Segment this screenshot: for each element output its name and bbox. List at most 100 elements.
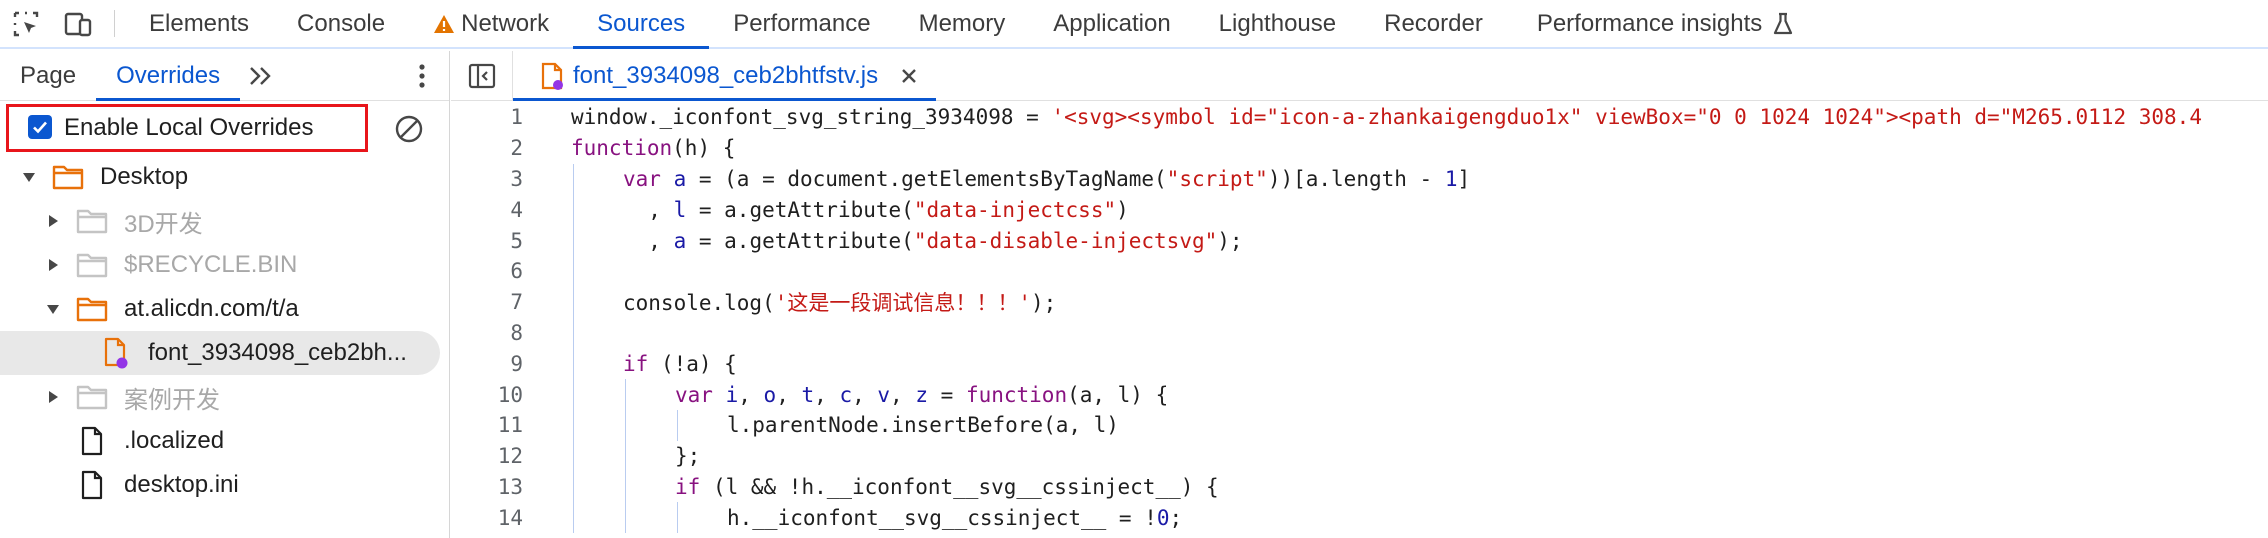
navigator-menu-button[interactable] [417, 51, 427, 101]
tree-item-label: desktop.ini [124, 471, 239, 498]
tree-item-label: $RECYCLE.BIN [124, 251, 298, 278]
line-number: 10 [497, 382, 523, 407]
code-token: l [673, 197, 687, 222]
code-line: 10 var i, o, t, c, v, z = function(a, l) … [451, 379, 2268, 410]
tree-file[interactable]: .localized [0, 419, 449, 463]
code-text: if (l && !h.__iconfont__svg__cssinject__… [675, 475, 1219, 499]
code-text: l.parentNode.insertBefore(a, l) [727, 413, 1119, 437]
inspect-element-icon [13, 11, 39, 36]
tree-folder[interactable]: at.alicdn.com/t/a [0, 287, 449, 331]
toggle-navigator-button[interactable] [451, 51, 513, 100]
tree-item-label: font_3934098_ceb2bh... [148, 339, 407, 366]
code-token: 1 [1444, 166, 1458, 191]
sidebar-toggle-icon [468, 63, 495, 88]
code-line: 12}; [451, 440, 2268, 472]
tab-lighthouse[interactable]: Lighthouse [1195, 0, 1360, 47]
enable-local-overrides-checkbox[interactable] [28, 115, 52, 139]
indent-guide [573, 163, 574, 195]
folder-icon [76, 252, 108, 278]
indent-guide [573, 317, 574, 349]
tab-label: Sources [597, 9, 686, 37]
triangle-right-icon[interactable] [44, 390, 62, 404]
tab-label: Performance [733, 9, 871, 37]
close-icon [902, 68, 916, 83]
code-token: , [738, 382, 764, 407]
tab-recorder[interactable]: Recorder [1360, 0, 1507, 47]
code-token: h.__iconfont__svg__cssinject__ = ! [727, 505, 1157, 530]
tree-folder[interactable]: 3D开发 [0, 199, 449, 243]
tab-sources[interactable]: Sources [573, 0, 710, 49]
indent-guide [573, 348, 574, 380]
tree-file[interactable]: font_3934098_ceb2bh... [0, 331, 440, 375]
code-text: var i, o, t, c, v, z = function(a, l) { [675, 383, 1168, 407]
flask-icon [1772, 12, 1794, 36]
close-tab-button[interactable] [900, 67, 918, 85]
tab-label: Performance insights [1536, 9, 1763, 37]
line-number: 7 [510, 290, 523, 315]
tab-memory[interactable]: Memory [895, 0, 1030, 47]
tab-performance-insights[interactable]: Performance insights [1513, 0, 1818, 47]
indent-guide [625, 471, 626, 503]
tree-folder[interactable]: 案例开发 [0, 375, 449, 419]
code-token: ))[a.length - [1267, 166, 1445, 191]
file-icon [76, 426, 108, 456]
device-toolbar-button[interactable] [52, 0, 104, 47]
tab-application[interactable]: Application [1029, 0, 1194, 47]
tree-file[interactable]: desktop.ini [0, 463, 449, 507]
triangle-down-icon[interactable] [44, 303, 62, 315]
override-file-icon [541, 62, 563, 90]
toolbar-divider [114, 10, 115, 37]
code-text: var a = (a = document.getElementsByTagNa… [623, 167, 1470, 191]
enable-local-overrides-label[interactable]: Enable Local Overrides [64, 114, 314, 141]
tab-performance[interactable]: Performance [709, 0, 894, 47]
code-token: "data-injectcss" [913, 197, 1117, 222]
tree-item-label: 3D开发 [124, 210, 203, 238]
triangle-right-icon[interactable] [44, 258, 62, 272]
tree-item-label: 案例开发 [124, 386, 220, 414]
line-number: 14 [497, 505, 523, 530]
code-token: = a.getAttribute( [686, 228, 914, 253]
folder-icon [76, 384, 108, 410]
more-tabs-button[interactable] [240, 51, 280, 100]
line-number: 6 [510, 259, 523, 284]
code-token: (l && !h.__iconfont__svg__cssinject__) { [700, 474, 1219, 499]
code-token: , [814, 382, 840, 407]
file-tab-label: font_3934098_ceb2bhtfstv.js [573, 61, 879, 89]
navigator-tabs: Page Overrides [0, 51, 449, 101]
indent-guide [625, 440, 626, 472]
triangle-down-icon[interactable] [20, 171, 38, 183]
tab-page[interactable]: Page [0, 51, 96, 100]
code-token: var [623, 166, 674, 191]
folder-icon [76, 208, 108, 234]
code-token: ] [1457, 166, 1471, 191]
tab-elements[interactable]: Elements [125, 0, 273, 47]
code-token: , [852, 382, 878, 407]
overrides-toolbar: Enable Local Overrides [0, 101, 449, 155]
indent-guide [573, 502, 574, 534]
editor-file-tab[interactable]: font_3934098_ceb2bhtfstv.js [513, 51, 937, 101]
tab-network[interactable]: Network [409, 0, 573, 47]
code-line: 8 [451, 317, 2268, 349]
line-number: 8 [510, 320, 523, 345]
tab-console[interactable]: Console [273, 0, 409, 47]
code-text: function(h) { [571, 136, 735, 160]
clear-configuration-button[interactable] [394, 114, 424, 149]
tab-overrides[interactable]: Overrides [96, 51, 241, 101]
indent-guide [573, 225, 574, 256]
indent-guide [625, 409, 626, 441]
triangle-right-icon[interactable] [44, 214, 62, 228]
indent-guide [625, 379, 626, 410]
code-token: t [801, 382, 815, 407]
tree-folder[interactable]: Desktop [0, 155, 449, 199]
code-text: if (!a) { [623, 352, 737, 376]
indent-guide [573, 379, 574, 410]
inspect-element-button[interactable] [0, 0, 52, 47]
tree-folder[interactable]: $RECYCLE.BIN [0, 243, 449, 287]
line-number: 12 [497, 444, 523, 469]
folder-icon [52, 164, 84, 190]
